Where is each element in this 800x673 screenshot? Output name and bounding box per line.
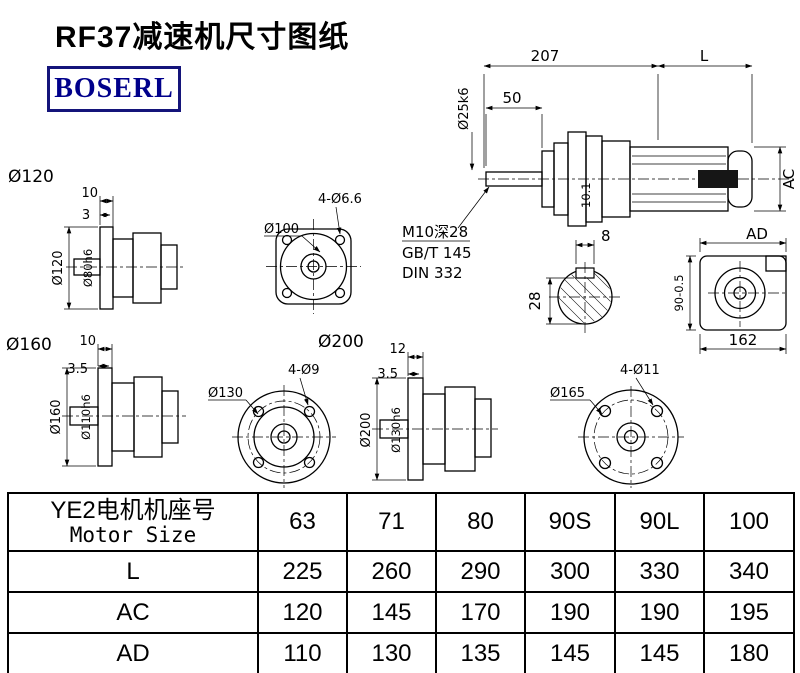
dim-label-3-5: 3.5 [67, 362, 88, 377]
key-width-label: 8 [601, 227, 611, 245]
housing-outline [699, 255, 787, 331]
spigot-diameter-label: Ø130h6 [389, 407, 403, 453]
motor-size-header-cell: YE2电机机座号 Motor Size [7, 492, 259, 552]
table-row-AD: AD 110 130 135 145 145 180 [7, 632, 795, 673]
main-assembly-view: 207 L 50 Ø25k6 10.1 AC M10深28 GB/T 145 D… [402, 47, 798, 282]
flange-plate [97, 367, 113, 467]
dim-label-10: 10 [81, 186, 98, 201]
value-cell: 180 [703, 632, 795, 673]
value-cell: 260 [346, 550, 437, 593]
flange-diameter-label: Ø165 [550, 386, 585, 401]
row-label-AD: AD [7, 632, 259, 673]
dim-label-162: 162 [729, 331, 758, 349]
flange-100-front-view: 4-Ø6.6 Ø100 [264, 192, 362, 314]
bolt-holes-label: 4-Ø6.6 [318, 192, 362, 207]
page-title: RF37减速机尺寸图纸 [55, 21, 350, 54]
output-shaft-end-view: AD 90-0.5 162 [672, 225, 788, 354]
bolt-holes-label: 4-Ø11 [620, 363, 660, 378]
spigot-diameter-label: Ø80h6 [81, 249, 95, 287]
shaft-diameter-label: Ø25k6 [457, 87, 472, 130]
view-title-d120: Ø120 [8, 167, 54, 187]
dim-label-10-1: 10.1 [579, 182, 593, 208]
logo-text: BOSERL [54, 73, 174, 104]
motor-size-71: 71 [346, 492, 437, 552]
motor-size-63: 63 [257, 492, 348, 552]
table-header-row: YE2电机机座号 Motor Size 63 71 80 90S 90L 100 [7, 492, 795, 552]
value-cell: 290 [435, 550, 526, 593]
flange-plate [99, 226, 114, 310]
value-cell: 145 [614, 632, 705, 673]
value-cell: 120 [257, 591, 348, 634]
height-tolerance-label: 90-0.5 [672, 274, 686, 311]
flange-200-side-view: Ø200 12 3.5 Ø200 Ø130h6 [318, 332, 498, 481]
dim-label-L: L [700, 47, 709, 65]
value-cell: 300 [524, 550, 616, 593]
table-row-L: L 225 260 290 300 330 340 [7, 550, 795, 593]
value-cell: 135 [435, 632, 526, 673]
ad-dim-label: AD [746, 225, 768, 243]
thread-note-line3: DIN 332 [402, 264, 463, 282]
motor-size-table: YE2电机机座号 Motor Size 63 71 80 90S 90L 100… [7, 492, 795, 673]
motor-size-80: 80 [435, 492, 526, 552]
ac-dim-label: AC [780, 169, 798, 189]
flange-diameter-label: Ø130 [208, 386, 243, 401]
dim-label-50: 50 [502, 89, 521, 107]
value-cell: 330 [614, 550, 705, 593]
flange-diameter-label: Ø120 [51, 250, 66, 285]
value-cell: 110 [257, 632, 348, 673]
value-cell: 225 [257, 550, 348, 593]
flange-160-side-view: Ø160 10 3.5 Ø160 Ø110h6 [6, 334, 186, 467]
view-title-d160: Ø160 [6, 335, 52, 355]
value-cell: 190 [614, 591, 705, 634]
motor-size-header-en: Motor Size [69, 523, 197, 548]
value-cell: 145 [346, 591, 437, 634]
value-cell: 130 [346, 632, 437, 673]
flange-diameter-label: Ø200 [359, 412, 374, 447]
bolt-circle-label: Ø100 [264, 222, 299, 237]
flange-120-side-view: Ø120 10 3 Ø120 Ø80h6 [8, 167, 186, 310]
motor-size-90l: 90L [614, 492, 705, 552]
dim-label-3-5: 3.5 [377, 367, 398, 382]
shaft-keyway-section-view: 8 28 [526, 227, 621, 334]
thread-note-line1: M10深28 [402, 223, 468, 241]
value-cell: 145 [524, 632, 616, 673]
dim-label-10: 10 [79, 334, 96, 349]
view-title-d200: Ø200 [318, 332, 364, 352]
motor-size-header-cn: YE2电机机座号 [50, 496, 216, 524]
dim-label-207: 207 [531, 47, 560, 65]
dim-label-12: 12 [389, 342, 406, 357]
value-cell: 195 [703, 591, 795, 634]
motor-size-90s: 90S [524, 492, 616, 552]
dim-label-3: 3 [82, 208, 90, 223]
value-cell: 170 [435, 591, 526, 634]
value-cell: 190 [524, 591, 616, 634]
flange-165-front-view: Ø165 4-Ø11 [550, 363, 684, 488]
table-row-AC: AC 120 145 170 190 190 195 [7, 591, 795, 634]
motor-nameplate [698, 170, 738, 188]
boserl-logo: BOSERL [47, 66, 181, 112]
row-label-L: L [7, 550, 259, 593]
spigot-diameter-label: Ø110h6 [79, 394, 93, 440]
technical-drawing: 207 L 50 Ø25k6 10.1 AC M10深28 GB/T 145 D… [6, 47, 798, 488]
flange-130-front-view: Ø130 4-Ø9 [208, 363, 336, 488]
motor-size-100: 100 [703, 492, 795, 552]
bolt-holes-label: 4-Ø9 [288, 363, 319, 378]
row-label-AC: AC [7, 591, 259, 634]
value-cell: 340 [703, 550, 795, 593]
thread-note-line2: GB/T 145 [402, 244, 472, 262]
flange-diameter-label: Ø160 [49, 399, 64, 434]
key-height-label: 28 [526, 291, 544, 310]
